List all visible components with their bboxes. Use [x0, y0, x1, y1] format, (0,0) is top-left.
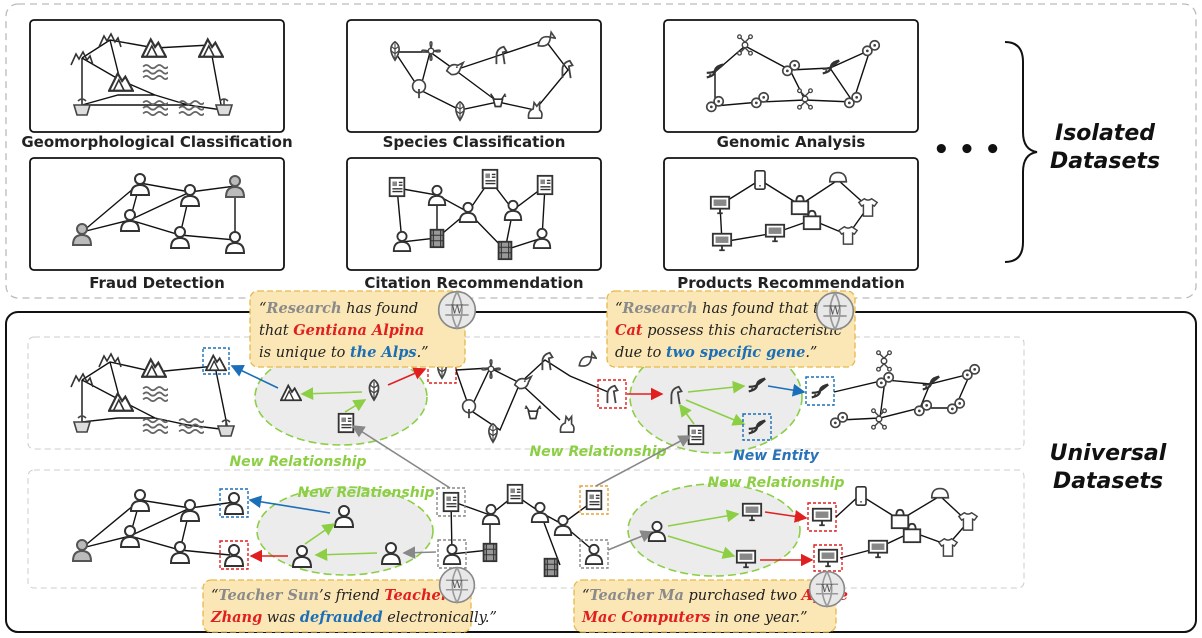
- panel-products: [663, 157, 919, 271]
- isolated-label-line2: Datasets: [1050, 149, 1160, 174]
- wikipedia-globe-icon: [815, 291, 855, 331]
- svg-text:is unique to the Alps.”: is unique to the Alps.”: [259, 344, 429, 361]
- universal-row-bottom: [27, 469, 1025, 589]
- svg-text:Zhang was defrauded electronic: Zhang was defrauded electronically.”: [210, 609, 497, 626]
- quote-box-alps: “Research has found that Gentiana Alpina…: [249, 290, 477, 368]
- svg-text:Mac Computers in one year.”: Mac Computers in one year.”: [581, 609, 808, 626]
- universal-label-line2: Datasets: [1053, 469, 1163, 494]
- panel-geomorphological: [29, 19, 285, 133]
- svg-text:Cat possess this characteristi: Cat possess this characteristic: [615, 322, 842, 339]
- panel-label-citation: Citation Recommendation: [364, 274, 583, 292]
- quote-box-cat: “Research has found that this Cat posses…: [606, 290, 856, 368]
- ellipsis: • • •: [933, 135, 1001, 165]
- svg-text:due to two specific gene.”: due to two specific gene.”: [615, 344, 817, 361]
- new-entity-label: New Entity: [733, 448, 820, 464]
- panel-citation: [346, 157, 602, 271]
- new-relationship-label-2: New Relationship: [529, 444, 666, 460]
- universal-genomic-graph: [829, 350, 981, 430]
- quote-box-fraud: “Teacher Sun’s friend Teacher Zhang was …: [202, 566, 497, 633]
- panel-genomic: [663, 19, 919, 133]
- quote-box-apple: “Teacher Ma purchased two Apple Mac Comp…: [573, 570, 848, 633]
- universal-fraud-graph: [72, 489, 236, 564]
- panel-label-products: Products Recommendation: [677, 274, 905, 292]
- panel-label-species: Species Classification: [383, 133, 566, 151]
- universal-row-top: [27, 336, 1025, 450]
- panel-label-geomorphological: Geomorphological Classification: [21, 133, 292, 151]
- universal-products-graph: [835, 485, 978, 559]
- universal-species-graph: [455, 351, 609, 443]
- panel-species: [346, 19, 602, 133]
- svg-text:“Research has found: “Research has found: [259, 300, 418, 317]
- isolated-region: [5, 3, 1197, 299]
- svg-text:“Teacher Sun’s friend Teacher: “Teacher Sun’s friend Teacher: [211, 587, 450, 604]
- wikipedia-globe-icon: [438, 566, 476, 604]
- new-relationship-label-4: New Relationship: [707, 475, 844, 491]
- universal-label-line1: Universal: [1050, 441, 1167, 466]
- svg-text:“Teacher Ma purchased two Appl: “Teacher Ma purchased two Apple: [582, 587, 848, 604]
- panel-label-genomic: Genomic Analysis: [717, 133, 866, 151]
- svg-text:“Research has found that this: “Research has found that this: [615, 300, 840, 317]
- relation-ellipse-geo: [254, 348, 428, 446]
- svg-text:that Gentiana Alpina: that Gentiana Alpina: [259, 322, 424, 339]
- isolated-label-line1: Isolated: [1055, 121, 1155, 146]
- new-relationship-label-1: New Relationship: [229, 454, 366, 470]
- panel-fraud: [29, 157, 285, 271]
- new-relationship-label-3: New Relationship: [297, 485, 434, 501]
- brace-isolated: [1004, 41, 1038, 263]
- wikipedia-globe-icon: [437, 290, 477, 330]
- wikipedia-globe-icon: [808, 570, 846, 608]
- universal-citation-graph: [450, 483, 596, 578]
- panel-label-fraud: Fraud Detection: [89, 274, 225, 292]
- universal-geo-graph: [70, 353, 235, 437]
